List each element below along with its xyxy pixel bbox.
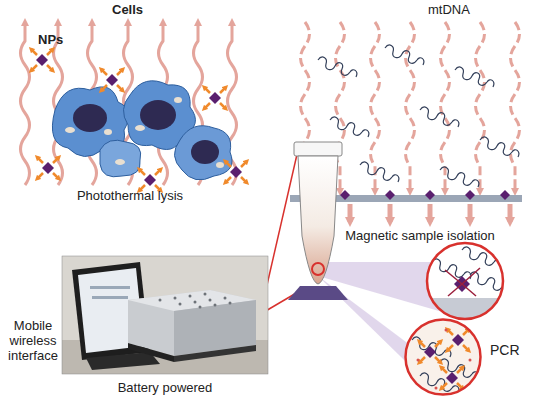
zoom-circle: PCR xyxy=(404,318,482,396)
zoom-label: PCR xyxy=(490,342,520,358)
panel-label: Photothermal lysis xyxy=(60,188,200,203)
circle-outline xyxy=(404,318,482,396)
panel-label: NPs xyxy=(38,32,78,47)
panel-label: Mobile wireless interface xyxy=(2,318,64,363)
panel-label: mtDNA xyxy=(428,2,498,17)
panel-label: Battery powered xyxy=(100,380,230,395)
panel-label: Cells xyxy=(112,2,172,17)
panel-label: Magnetic sample isolation xyxy=(330,228,510,243)
